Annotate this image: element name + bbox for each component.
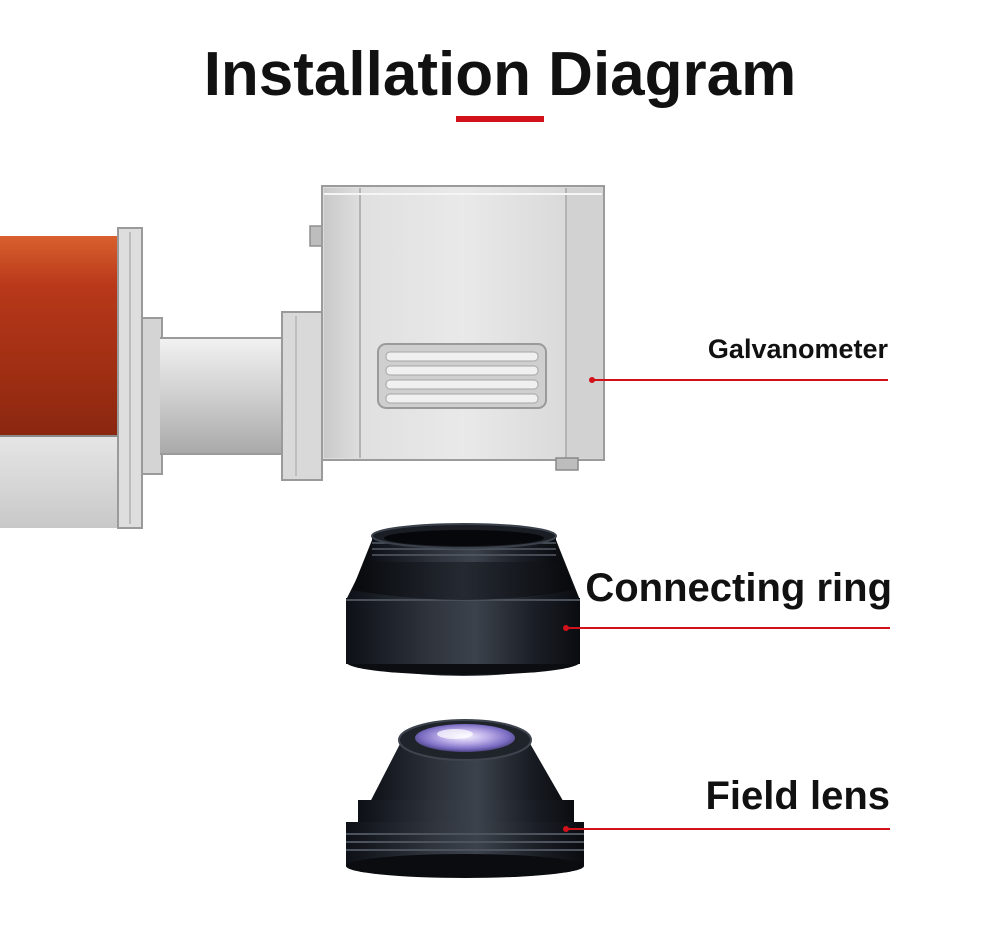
connecting-shaft <box>141 311 323 481</box>
connecting-ring <box>346 523 580 676</box>
field-lens-label: Field lens <box>705 774 891 818</box>
laser-source-body <box>0 227 143 529</box>
diagram-title: Installation Diagram <box>203 40 797 109</box>
callout-field-lens <box>563 826 890 832</box>
title-accent-underline <box>456 116 544 122</box>
galvanometer-label: Galvanometer <box>707 334 888 364</box>
callout-galvanometer <box>589 377 888 383</box>
galvanometer-head <box>309 185 605 471</box>
callout-connecting-ring <box>563 625 890 631</box>
field-lens <box>346 719 584 878</box>
connecting-ring-label: Connecting ring <box>585 566 892 610</box>
